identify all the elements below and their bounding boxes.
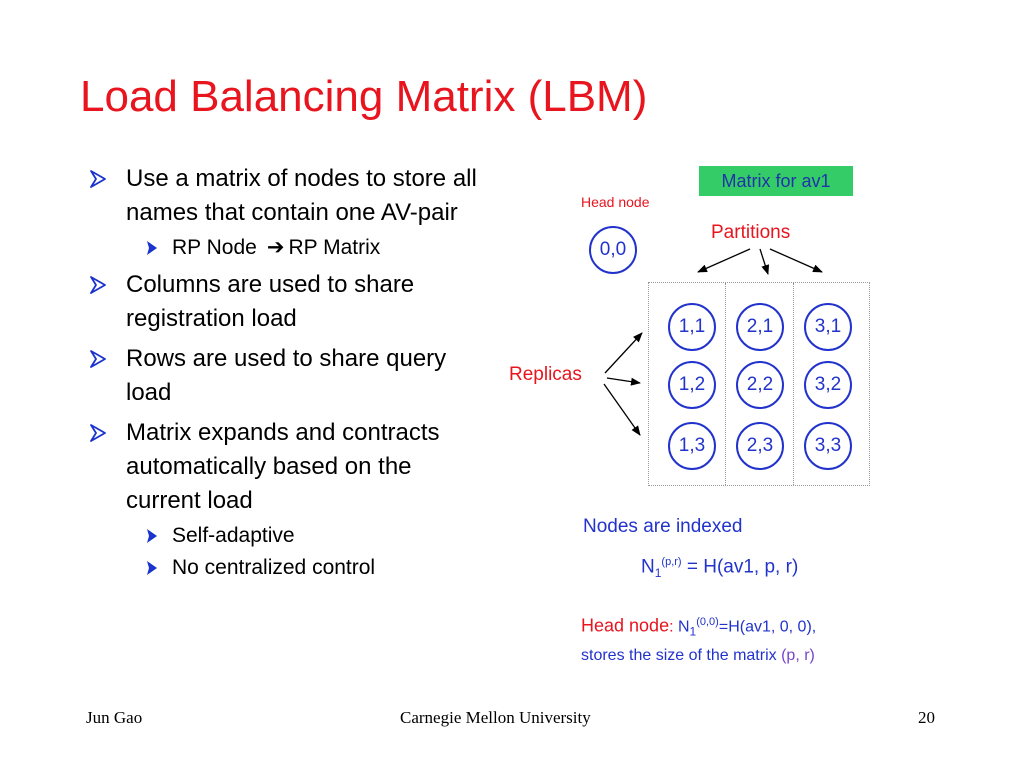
index-formula: N1(p,r) = H(av1, p, r)	[641, 556, 799, 581]
arrow-bullet-icon	[90, 276, 106, 294]
replicas-label: Replicas	[509, 364, 582, 385]
sub-bullet-text: No centralized control	[172, 556, 376, 579]
footer-institution: Carnegie Mellon University	[400, 708, 591, 727]
bullet-text: Use a matrix of nodes to store all names…	[126, 165, 477, 226]
matrix-node: 3,2	[804, 361, 852, 409]
matrix-node: 1,3	[668, 422, 716, 470]
matrix-node: 2,2	[736, 361, 784, 409]
matrix-grid	[648, 282, 870, 486]
replica-arrow	[603, 383, 641, 436]
head-node-desc-line2: stores the size of the matrix (p, r)	[581, 646, 815, 664]
head-node-desc-line1: Head node: N1(0,0)=H(av1, 0, 0),	[581, 615, 817, 639]
sub-bullet-item: RP Node ➔RP Matrix	[88, 234, 488, 262]
sub-bullet-left: RP Node	[172, 236, 257, 259]
matrix-node: 1,1	[668, 303, 716, 351]
chevron-bullet-icon	[147, 529, 157, 543]
arrow-bullet-icon	[90, 350, 106, 368]
sub-bullet-item: No centralized control	[88, 554, 488, 582]
matrix-label-box: Matrix for av1	[699, 166, 853, 196]
bullet-text: Matrix expands and contracts automatical…	[126, 419, 440, 514]
grid-divider	[793, 283, 794, 485]
chevron-bullet-icon	[147, 241, 157, 255]
bullet-item: Matrix expands and contracts automatical…	[88, 416, 488, 518]
bullet-list: Use a matrix of nodes to store all names…	[88, 162, 488, 588]
partitions-label: Partitions	[711, 222, 791, 243]
head-node-description: Head node: N1(0,0)=H(av1, 0, 0), stores …	[581, 610, 816, 668]
replica-arrow	[604, 332, 643, 374]
indexed-note: Nodes are indexed	[583, 516, 743, 537]
bullet-item: Use a matrix of nodes to store all names…	[88, 162, 488, 230]
partition-arrow	[759, 248, 770, 275]
right-arrow-icon: ➔	[266, 236, 285, 259]
sub-bullet-right: RP Matrix	[288, 236, 381, 259]
arrow-bullet-icon	[90, 424, 106, 442]
bullet-text: Rows are used to share query load	[126, 345, 447, 406]
bullet-item: Rows are used to share query load	[88, 342, 488, 410]
bullet-item: Columns are used to share registration l…	[88, 268, 488, 336]
matrix-node: 3,3	[804, 422, 852, 470]
chevron-bullet-icon	[147, 561, 157, 575]
matrix-node: 2,1	[736, 303, 784, 351]
head-node-label: Head node	[581, 194, 650, 210]
sub-bullet-text: Self-adaptive	[172, 524, 295, 547]
footer-page-number: 20	[918, 708, 935, 727]
replica-arrow	[606, 377, 641, 386]
bullet-text: Columns are used to share registration l…	[126, 271, 415, 332]
grid-divider	[725, 283, 726, 485]
arrow-bullet-icon	[90, 170, 106, 188]
head-node: 0,0	[589, 226, 637, 274]
partition-arrow	[769, 248, 823, 273]
matrix-node: 3,1	[804, 303, 852, 351]
matrix-node: 2,3	[736, 422, 784, 470]
slide-title: Load Balancing Matrix (LBM)	[80, 72, 648, 121]
matrix-node: 1,2	[668, 361, 716, 409]
sub-bullet-item: Self-adaptive	[88, 522, 488, 550]
footer-author: Jun Gao	[86, 708, 143, 727]
partition-arrow	[697, 248, 751, 273]
